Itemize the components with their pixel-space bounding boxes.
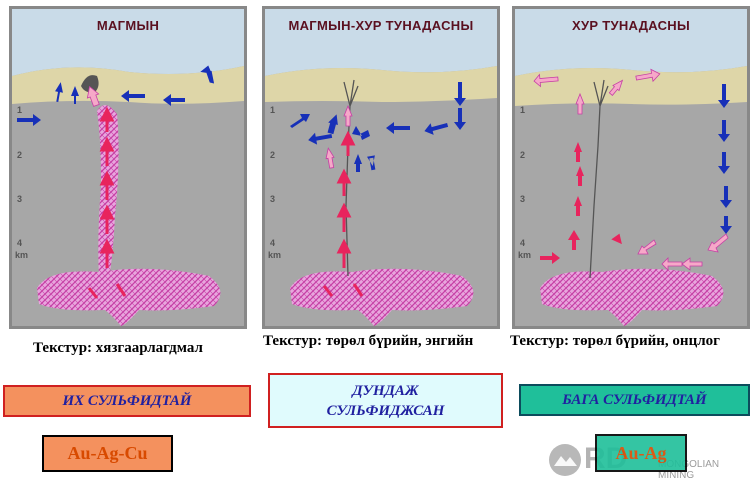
texture-caption-magmatic-hydrothermal: Текстур: төрөл бүрийн, энгийн xyxy=(263,333,474,349)
metals-au-ag: Au-Ag xyxy=(595,434,687,472)
svg-text:4: 4 xyxy=(17,238,22,248)
svg-text:3: 3 xyxy=(17,194,22,204)
svg-text:2: 2 xyxy=(520,150,525,160)
svg-text:km: km xyxy=(268,250,281,260)
metals-au-ag-cu: Au-Ag-Cu xyxy=(42,435,173,472)
svg-text:3: 3 xyxy=(270,194,275,204)
intermediate-sulfidation-box: ДУНДАЖ СУЛЬФИДЖСАН xyxy=(268,373,503,428)
fracture xyxy=(589,79,609,279)
surface-layer xyxy=(12,66,244,104)
svg-text:4: 4 xyxy=(520,238,525,248)
depth-scale: 1 2 3 4 km xyxy=(268,105,281,260)
pink-arrows xyxy=(533,68,729,271)
hydrothermal-diagram: 1 2 3 4 km xyxy=(512,6,750,329)
pink-arrows xyxy=(325,104,353,169)
groundwater-arrows xyxy=(290,82,466,172)
watermark-text: MONGOLIAN MINING xyxy=(658,459,720,481)
panel-title: ХУР ТУНАДАСНЫ xyxy=(571,18,691,33)
svg-text:2: 2 xyxy=(17,150,22,160)
panel-title: МАГМЫН xyxy=(96,18,160,33)
high-sulfidation-box: ИХ СУЛЬФИДТАЙ xyxy=(3,385,251,417)
low-sulfidation-label: БАГА СУЛЬФИДТАЙ xyxy=(562,391,707,408)
metals-au-ag-cu-label: Au-Ag-Cu xyxy=(67,443,148,463)
svg-text:km: km xyxy=(15,250,28,260)
magma-chamber xyxy=(540,268,724,326)
depth-scale: 1 2 3 4 km xyxy=(518,105,531,260)
panel-hydrothermal: 1 2 3 4 km ХУР ТУНАДАСНЫ xyxy=(512,6,750,329)
magma-chamber xyxy=(290,268,474,326)
metals-au-ag-label: Au-Ag xyxy=(615,442,667,463)
depth-scale: 1 2 3 4 km xyxy=(15,105,28,260)
high-sulfidation-label: ИХ СУЛЬФИДТАЙ xyxy=(62,392,192,409)
bedrock xyxy=(12,66,244,326)
svg-text:4: 4 xyxy=(270,238,275,248)
panel-magmatic: 1 2 3 4 km МАГМЫН xyxy=(9,6,247,329)
vent-rock xyxy=(81,75,99,93)
upflow-arrows xyxy=(540,142,624,264)
surface-layer xyxy=(265,66,497,102)
magmatic-hydrothermal-diagram: 1 2 3 4 km xyxy=(262,6,500,329)
low-sulfidation-box: БАГА СУЛЬФИДТАЙ xyxy=(519,384,750,416)
intermediate-sulfidation-line1: ДУНДАЖ xyxy=(352,382,419,399)
svg-text:km: km xyxy=(518,250,531,260)
bedrock xyxy=(265,66,497,326)
magmatic-diagram: 1 2 3 4 km xyxy=(9,6,247,329)
svg-text:1: 1 xyxy=(520,105,525,115)
panel-magmatic-hydrothermal: 1 2 3 4 km МАГМЫН-ХУР ТУНАДАСНЫ xyxy=(262,6,500,329)
groundwater-arrows xyxy=(718,84,732,234)
watermark-logo xyxy=(549,444,581,476)
svg-text:2: 2 xyxy=(270,150,275,160)
svg-text:3: 3 xyxy=(520,194,525,204)
svg-text:1: 1 xyxy=(17,105,22,115)
panel-title: МАГМЫН-ХУР ТУНАДАСНЫ xyxy=(288,18,474,33)
svg-text:1: 1 xyxy=(270,105,275,115)
groundwater-arrows xyxy=(17,65,215,126)
magma-chamber xyxy=(37,268,221,326)
texture-caption-magmatic: Текстур: хязгаарлагдмал xyxy=(33,340,203,356)
surface-layer xyxy=(515,66,747,106)
texture-caption-hydrothermal: Текстур: төрөл бүрийн, онцлог xyxy=(510,333,720,349)
upflow-arrows xyxy=(87,106,127,299)
upflow-arrows xyxy=(322,130,364,297)
intermediate-sulfidation-line2: СУЛЬФИДЖСАН xyxy=(326,402,445,419)
